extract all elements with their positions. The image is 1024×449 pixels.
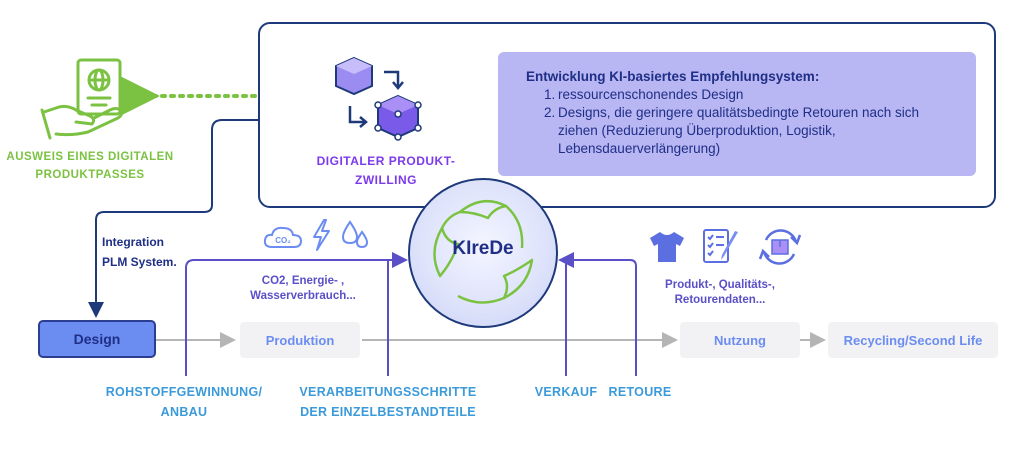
- info-item: 2.Designs, die geringere qualitätsbeding…: [544, 105, 919, 156]
- tshirt-icon: [650, 232, 684, 262]
- co2-cloud-icon: CO₂: [263, 226, 303, 248]
- kirede-label: KIreDe: [452, 238, 514, 259]
- verkauf-label: VERKAUF: [534, 385, 598, 399]
- info-list: 1.ressourcenschonendes Design 2.Designs,…: [526, 86, 954, 158]
- stage-design: Design: [38, 320, 156, 358]
- recommendation-system-box: Entwicklung KI-basiertes Empfehlungsyste…: [498, 52, 976, 176]
- verkauf-feedback-line: [558, 252, 574, 376]
- integration-label: Integration PLM System.: [102, 235, 177, 269]
- data-label: Produkt-, Qualitäts-, Retourendaten...: [665, 279, 775, 306]
- info-title: Entwicklung KI-basiertes Empfehlungsyste…: [526, 69, 820, 84]
- stage-recycling: Recycling/Second Life: [828, 322, 998, 358]
- return-box-icon: [758, 229, 802, 265]
- checklist-icon: [703, 229, 738, 263]
- passport-hand-icon: [40, 58, 124, 140]
- resources-label: CO2, Energie- , Wasserverbrauch...: [250, 275, 356, 302]
- recycle-leaves-icon: [433, 199, 534, 304]
- twin-label: DIGITALER PRODUKT- ZWILLING: [316, 154, 456, 187]
- water-drops-icon: [341, 220, 369, 249]
- cube-twin-icon: [335, 56, 422, 141]
- co2-icon-text: CO₂: [275, 236, 291, 245]
- retoure-label: RETOURE: [608, 385, 672, 399]
- rohstoff-feedback-line: [185, 252, 408, 376]
- passport-label: AUSWEIS EINES DIGITALEN PRODUKTPASSES: [6, 151, 174, 181]
- info-item: 1.ressourcenschonendes Design: [544, 87, 744, 102]
- lightning-icon: [313, 219, 330, 251]
- stage-nutzung: Nutzung: [680, 322, 800, 358]
- verarbeitung-label: VERARBEITUNGSSCHRITTE DER EINZELBESTANDT…: [299, 385, 477, 419]
- retoure-feedback-line: [566, 259, 637, 376]
- stage-produktion: Produktion: [240, 322, 360, 358]
- rohstoff-label: ROHSTOFFGEWINNUNG/ ANBAU: [105, 385, 263, 419]
- twin-to-design-line: [88, 119, 258, 318]
